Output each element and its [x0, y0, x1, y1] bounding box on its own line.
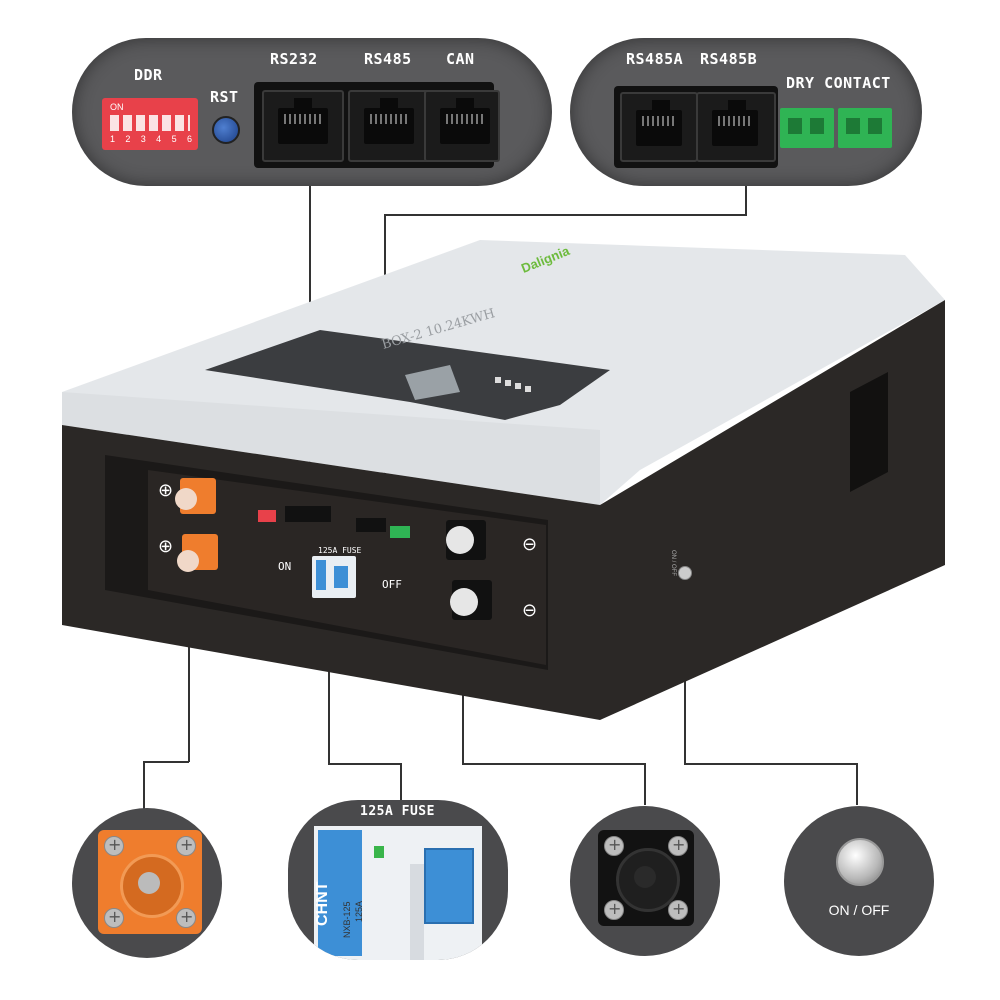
callout-line: [188, 580, 190, 762]
dip-on-label: ON: [110, 102, 124, 112]
breaker-rating: 125A: [354, 900, 364, 922]
dip-switch-levers: [110, 115, 190, 131]
reset-button[interactable]: [212, 116, 240, 144]
dip-number: 4: [156, 134, 162, 144]
power-switch-label: ON / OFF: [828, 902, 890, 918]
positive-symbol: ⊕: [158, 480, 174, 501]
side-handle: [850, 372, 888, 492]
negative-symbol: ⊖: [522, 600, 538, 621]
rs485b-label: RS485B: [700, 50, 758, 68]
callout-line: [745, 186, 747, 216]
breaker-toggle[interactable]: [424, 848, 474, 924]
callout-line: [400, 763, 402, 805]
dip-numbers: 1 2 3 4 5 6: [110, 134, 192, 144]
rs485b-port[interactable]: [696, 92, 776, 162]
mini-port-block: [285, 506, 331, 522]
power-switch-detail: ON / OFF: [784, 806, 934, 956]
rs232-label: RS232: [270, 50, 318, 68]
positive-terminal-detail: [72, 808, 222, 958]
dip-number: 1: [110, 134, 116, 144]
dip-number: 6: [186, 134, 192, 144]
side-switch-label: ON / OFF: [670, 550, 676, 576]
ddr-label: DDR: [134, 66, 163, 84]
fuse-detail: 125A FUSE CHNT NXB-125 125A: [288, 800, 508, 960]
can-port[interactable]: [424, 90, 500, 162]
off-label: OFF: [382, 578, 402, 591]
callout-line: [644, 763, 646, 805]
ddr-dip-switch[interactable]: ON 1 2 3 4 5 6: [102, 98, 198, 150]
dry-contact-terminal-1[interactable]: [780, 108, 834, 148]
breaker-body: [410, 864, 424, 960]
status-led: [495, 377, 501, 383]
callout-line: [328, 592, 330, 764]
breaker-brand: CHNT: [314, 881, 331, 926]
positive-terminal-cap: [177, 550, 199, 572]
fuse-title: 125A FUSE: [360, 804, 435, 819]
dip-number: 2: [125, 134, 131, 144]
breaker-indicator: [374, 846, 384, 858]
negative-terminal-cap: [450, 588, 478, 616]
mini-dry-contact[interactable]: [390, 526, 410, 538]
dry-contact-label: DRY CONTACT: [786, 74, 891, 92]
breaker-brand-strip: [318, 830, 362, 956]
callout-line: [328, 763, 402, 765]
dip-number: 5: [171, 134, 177, 144]
circuit-breaker[interactable]: CHNT NXB-125 125A: [314, 826, 482, 960]
fuse-label-small: 125A FUSE: [318, 546, 362, 555]
callout-line: [684, 763, 858, 765]
status-led: [525, 386, 531, 392]
status-led: [515, 383, 521, 389]
dry-contact-terminal-2[interactable]: [838, 108, 892, 148]
rs232-port[interactable]: [262, 90, 344, 162]
power-switch-button[interactable]: [836, 838, 884, 886]
callout-line: [462, 763, 646, 765]
can-label: CAN: [446, 50, 475, 68]
rst-label: RST: [210, 88, 239, 106]
mini-breaker[interactable]: [312, 556, 356, 598]
side-power-switch[interactable]: [678, 566, 692, 580]
rs485-port[interactable]: [348, 90, 430, 162]
communication-port-panel: DDR ON 1 2 3 4 5 6 RST RS232 RS485 CAN: [72, 38, 552, 186]
positive-terminal-cap: [175, 488, 197, 510]
dip-number: 3: [140, 134, 146, 144]
mini-port-block: [356, 518, 386, 532]
negative-terminal-detail: [570, 806, 720, 956]
positive-symbol: ⊕: [158, 536, 174, 557]
negative-terminal-cap: [446, 526, 474, 554]
rs485-label: RS485: [364, 50, 412, 68]
negative-symbol: ⊖: [522, 534, 538, 555]
breaker-model: NXB-125: [342, 901, 352, 938]
callout-line: [384, 214, 746, 216]
lcd-screen: [405, 365, 460, 400]
status-led: [505, 380, 511, 386]
auxiliary-port-panel: RS485A RS485B DRY CONTACT: [570, 38, 922, 186]
callout-line: [143, 761, 189, 763]
battery-lid-edge: [62, 392, 600, 505]
callout-line: [143, 761, 145, 809]
mini-dip-switch[interactable]: [258, 510, 276, 522]
rs485a-label: RS485A: [626, 50, 684, 68]
callout-line: [856, 763, 858, 805]
on-label: ON: [278, 560, 292, 573]
